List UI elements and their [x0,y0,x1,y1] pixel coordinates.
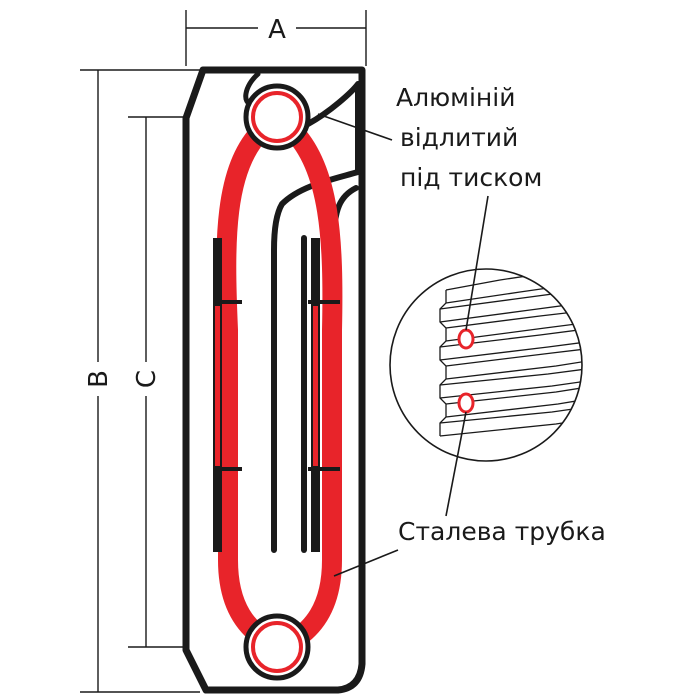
right-fin-red-segment-upper [313,306,318,466]
callout-aluminum-line3: під тиском [400,163,542,192]
right-fin [308,238,340,552]
leader-aluminum-to-body [317,113,393,141]
leader-lines [317,113,489,577]
steel-tube-section-upper [457,328,475,350]
steel-tube-section-lower [457,392,475,414]
leader-steel-to-detail [445,411,467,517]
bottom-collector-opening [251,621,303,673]
steel-tube-loop [216,120,343,650]
top-collector-opening [251,91,303,143]
fin-plate-lines [439,269,582,437]
leader-aluminum-to-detail [465,195,489,331]
magnified-detail [389,268,583,462]
callout-aluminum-line2: відлитий [400,123,518,152]
dimension-c-label: C [132,370,162,388]
fin-profile-stepped-edge [439,290,447,436]
magnified-detail-circle [389,268,583,462]
dimension-b-label: B [84,370,114,388]
left-fin-red-segment-upper [215,306,220,466]
callout-steel-tube: Сталева трубка [398,517,606,546]
callout-aluminum-line1: Алюміній [396,83,515,112]
dimension-a-label: A [268,15,286,45]
left-fin [213,238,242,552]
leader-steel-to-tube [333,549,399,577]
